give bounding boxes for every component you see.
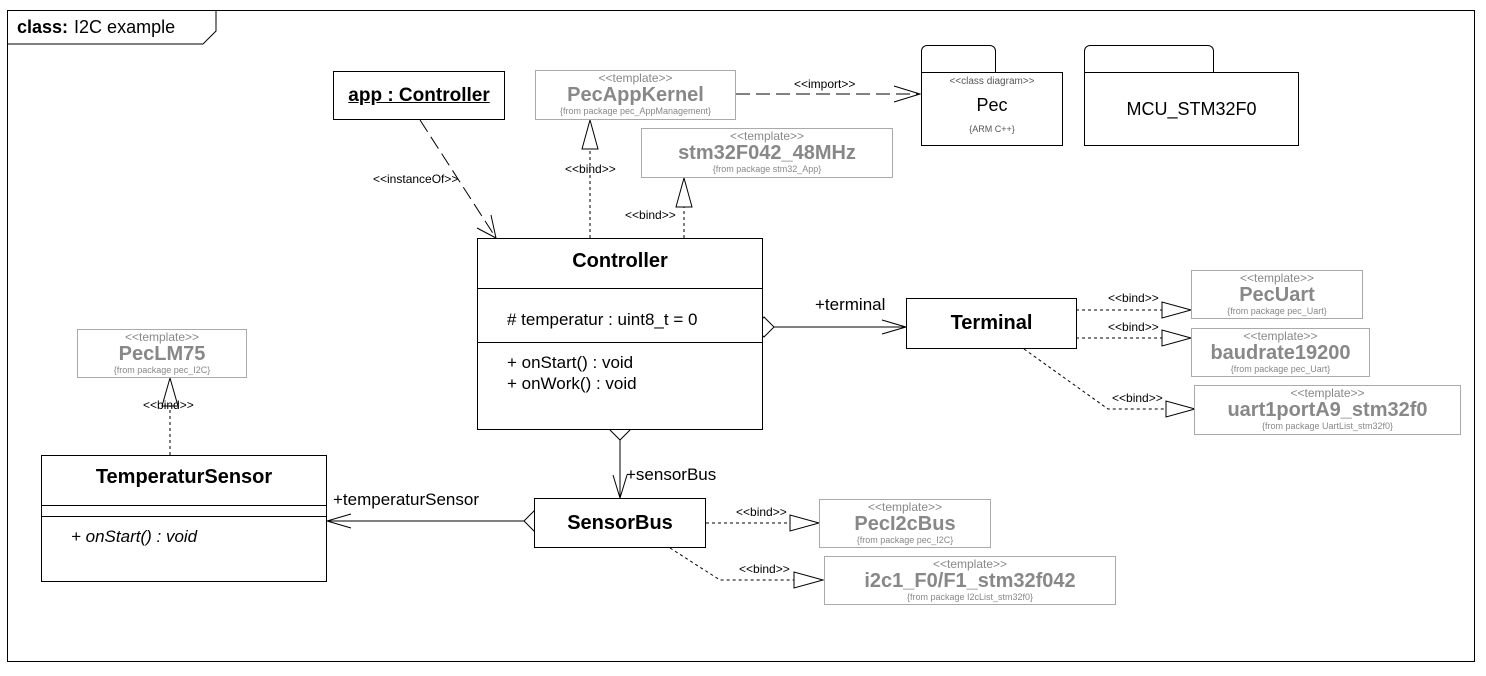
diagram-frame <box>7 10 1475 662</box>
operation-onwork: + onWork() : void <box>507 374 637 393</box>
template-name: i2c1_F0/F1_stm32f042 <box>864 570 1076 592</box>
bind-i2c1-arrowhead <box>793 571 825 589</box>
template-uart1porta9[interactable]: <<template>> uart1portA9_stm32f0 {from p… <box>1194 385 1461 435</box>
instanceof-line <box>419 119 497 239</box>
template-name: PecAppKernel <box>567 84 704 106</box>
class-operations: + onStart() : void <box>42 517 326 547</box>
template-stereotype: <<template>> <box>932 557 1008 571</box>
template-stereotype: <<template>> <box>1290 386 1365 400</box>
template-name: uart1portA9_stm32f0 <box>1227 399 1428 421</box>
instanceof-label: <<instanceOf>> <box>373 172 459 186</box>
operation-onstart: + onStart() : void <box>507 353 634 372</box>
template-stereotype: <<template>> <box>124 330 200 344</box>
template-stereotype: <<template>> <box>1243 329 1318 343</box>
template-from: {from package pec_I2C} <box>856 535 954 545</box>
package-name: Pec <box>976 95 1008 115</box>
template-from: {from package pec_AppManagement} <box>559 106 712 116</box>
class-attributes: # temperatur : uint8_t = 0 <box>478 289 762 343</box>
template-name: PecLM75 <box>118 343 206 365</box>
terminal-role-label: +terminal <box>815 295 886 314</box>
frame-keyword: class: <box>17 16 69 37</box>
bind-lm75-arrowhead <box>161 376 179 407</box>
sensorbus-role-label: +sensorBus <box>626 465 717 484</box>
bind-pecbus-label: <<bind>> <box>736 505 787 519</box>
class-temperatursensor[interactable]: TemperaturSensor + onStart() : void <box>41 455 327 582</box>
bind-baudrate-arrowhead <box>1161 329 1193 347</box>
class-name: TemperaturSensor <box>42 456 326 506</box>
tempsensor-association-arrowhead <box>325 513 352 529</box>
template-stereotype: <<template>> <box>598 71 673 85</box>
class-operations: + onStart() : void + onWork() : void <box>478 343 762 394</box>
template-from: {from package pec_Uart} <box>1230 364 1331 374</box>
bind-uart1port-arrowhead <box>1165 400 1197 418</box>
class-attributes <box>42 506 326 517</box>
class-sensorbus[interactable]: SensorBus <box>534 498 706 548</box>
template-baudrate19200[interactable]: <<template>> baudrate19200 {from package… <box>1191 328 1370 377</box>
import-label: <<import>> <box>794 77 856 91</box>
instance-label: app : Controller <box>348 84 490 106</box>
template-from: {from package I2cList_stm32f0} <box>906 592 1034 602</box>
template-i2c1[interactable]: <<template>> i2c1_F0/F1_stm32f042 {from … <box>824 556 1116 605</box>
package-name: MCU_STM32F0 <box>1126 98 1257 119</box>
package-stereotype: <<class diagram>> <box>949 76 1035 87</box>
package-pec[interactable]: <<class diagram>> Pec {ARM C++} <box>921 72 1063 146</box>
bind-baudrate-label: <<bind>> <box>1108 320 1159 334</box>
template-from: {from package pec_Uart} <box>1227 306 1327 316</box>
template-from: {from package pec_I2C} <box>113 365 211 375</box>
bind-pecbus-arrowhead <box>789 514 821 532</box>
bind-kernel-label: <<bind>> <box>565 162 616 176</box>
template-from: {from package UartList_stm32f0} <box>1261 421 1394 431</box>
bind-stm32-arrowhead <box>675 176 693 208</box>
template-peclm75[interactable]: <<template>> PecLM75 {from package pec_I… <box>77 329 247 378</box>
class-name: Terminal <box>950 312 1033 334</box>
class-terminal[interactable]: Terminal <box>906 298 1077 349</box>
template-peci2cbus[interactable]: <<template>> PecI2cBus {from package pec… <box>819 499 991 548</box>
template-stereotype: <<template>> <box>867 500 943 514</box>
attribute-temperatur: # temperatur : uint8_t = 0 <box>507 310 698 329</box>
operation-onstart: + onStart() : void <box>71 527 198 546</box>
template-stm32f042[interactable]: <<template>> stm32F042_48MHz {from packa… <box>641 128 893 178</box>
class-name: SensorBus <box>567 511 673 534</box>
bind-pecuart-arrowhead <box>1161 301 1193 319</box>
package-mcu-tab <box>1084 45 1214 72</box>
template-name: PecUart <box>1239 284 1315 306</box>
bind-uart1port-line <box>1023 348 1166 410</box>
app-controller-instance[interactable]: app : Controller <box>333 71 505 120</box>
package-mcu[interactable]: MCU_STM32F0 <box>1084 72 1299 146</box>
package-pec-tab <box>921 45 996 72</box>
template-stereotype: <<template>> <box>729 129 805 143</box>
class-controller[interactable]: Controller # temperatur : uint8_t = 0 + … <box>477 238 763 430</box>
template-name: stm32F042_48MHz <box>678 142 856 164</box>
class-name: Controller <box>478 239 762 289</box>
bind-i2c1-line <box>669 547 794 581</box>
package-note: {ARM C++} <box>969 124 1015 134</box>
bind-lm75-label: <<bind>> <box>143 398 194 412</box>
import-arrowhead <box>893 85 922 103</box>
template-name: PecI2cBus <box>854 513 956 535</box>
template-name: baudrate19200 <box>1210 342 1351 364</box>
bind-uart1port-label: <<bind>> <box>1112 391 1163 405</box>
tempsensor-role-label: +temperaturSensor <box>333 490 479 509</box>
bind-i2c1-label: <<bind>> <box>739 562 790 576</box>
frame-name: I2C example <box>74 16 176 37</box>
template-stereotype: <<template>> <box>1239 271 1315 285</box>
frame-label: class: I2C example <box>7 10 175 44</box>
bind-stm32-label: <<bind>> <box>625 208 676 222</box>
template-pecuart[interactable]: <<template>> PecUart {from package pec_U… <box>1191 270 1363 319</box>
template-pecappkernel[interactable]: <<template>> PecAppKernel {from package … <box>535 70 736 120</box>
frame-label-border <box>7 10 217 45</box>
bind-kernel-arrowhead <box>581 118 599 150</box>
bind-pecuart-label: <<bind>> <box>1108 291 1159 305</box>
template-from: {from package stm32_App} <box>712 164 822 174</box>
